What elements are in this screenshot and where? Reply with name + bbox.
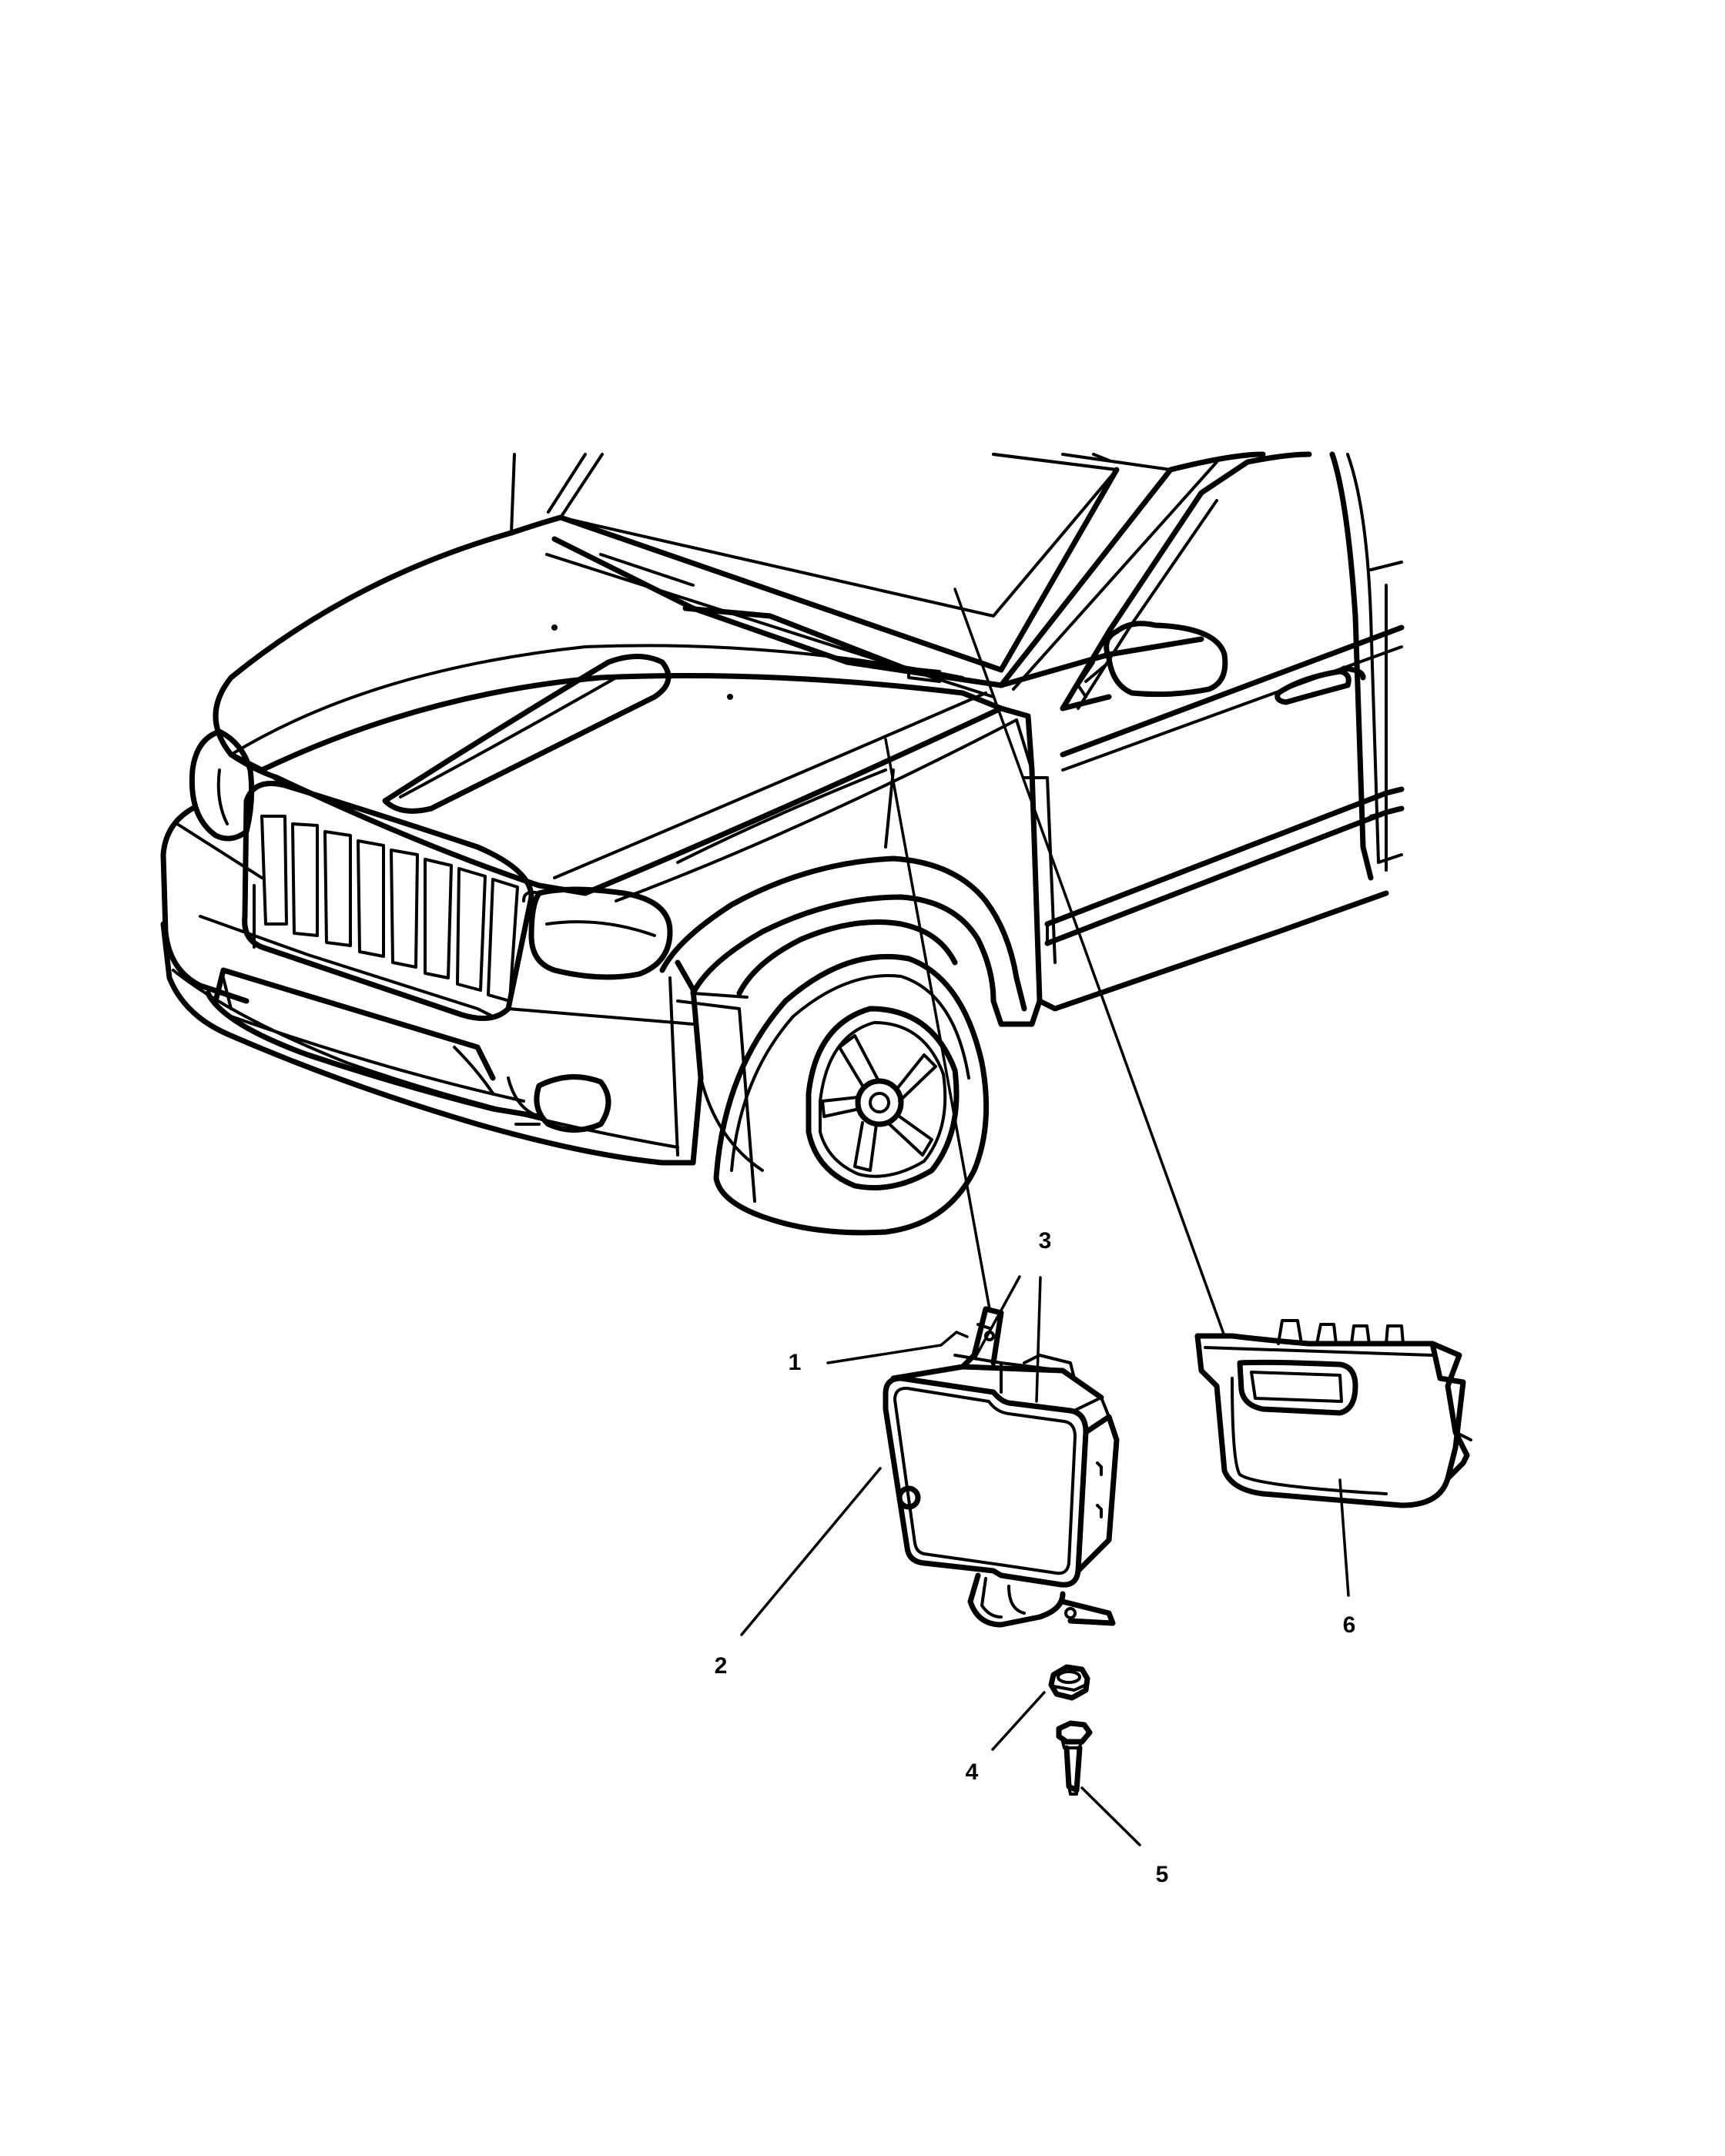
callout-6: 6 xyxy=(1342,1612,1356,1638)
leader-lines xyxy=(740,588,1350,1846)
vehicle-body xyxy=(160,451,1405,1236)
callout-1: 1 xyxy=(788,1350,802,1375)
callout-2: 2 xyxy=(714,1653,728,1679)
hex-nut xyxy=(1048,1664,1090,1701)
callout-4: 4 xyxy=(965,1759,979,1785)
callout-3: 3 xyxy=(1038,1228,1052,1254)
callout-5: 5 xyxy=(1155,1862,1169,1887)
abs-control-module xyxy=(883,1306,1120,1628)
module-cover xyxy=(1194,1319,1472,1508)
bolt xyxy=(1056,1720,1093,1796)
